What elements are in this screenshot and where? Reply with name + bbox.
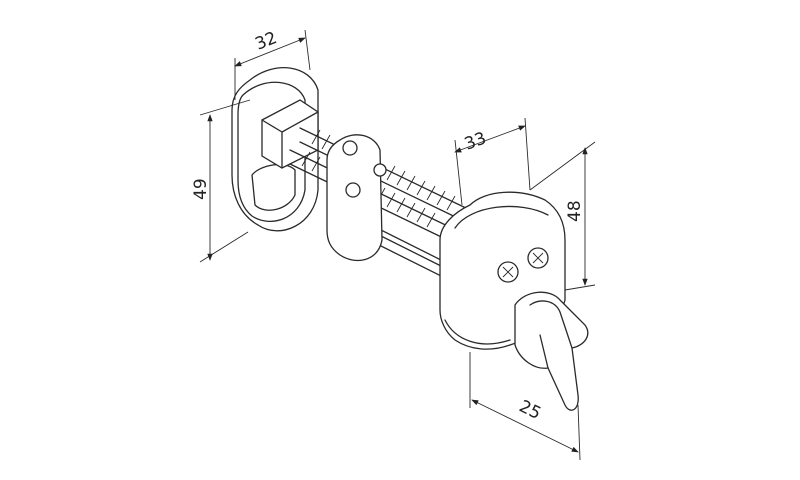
- thumb-turn-knob: [514, 291, 589, 411]
- dimension-32: [234, 29, 311, 100]
- dimension-label-25: 25: [516, 397, 544, 424]
- dimension-label-48: 48: [565, 200, 585, 222]
- dimension-label-49: 49: [191, 178, 211, 200]
- dimension-48: [529, 141, 596, 291]
- mounting-plate: [326, 134, 387, 262]
- dimension-49: [199, 99, 251, 263]
- dimension-25: [469, 352, 581, 461]
- rear-rosette: [231, 67, 319, 232]
- dimension-33: [454, 117, 531, 206]
- dimension-label-32: 32: [252, 28, 280, 55]
- dimension-label-33: 33: [462, 129, 489, 155]
